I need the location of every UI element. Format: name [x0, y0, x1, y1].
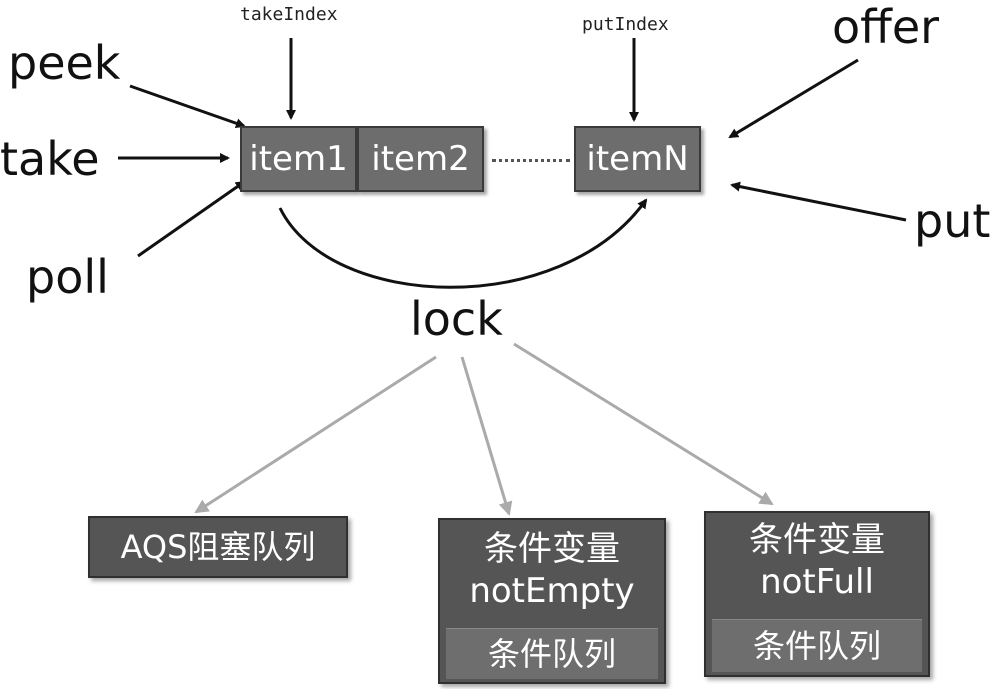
- not-empty-condition-box: 条件变量 notEmpty 条件队列: [438, 518, 666, 684]
- lock-label: lock: [410, 292, 503, 346]
- put-arrow: [730, 181, 907, 222]
- offer-label: offer: [832, 0, 940, 54]
- peek-arrow: [129, 84, 246, 129]
- not-empty-title: 条件变量: [484, 529, 620, 569]
- take-label: take: [0, 132, 100, 186]
- poll-label: poll: [26, 250, 109, 304]
- queue-cell-item2: item2: [357, 126, 484, 192]
- lock-to-notfull-arrow: [513, 342, 774, 506]
- not-full-condition-queue: 条件队列: [712, 619, 922, 672]
- lock-to-aqs-arrow: [194, 355, 437, 514]
- not-full-title: 条件变量: [749, 520, 885, 560]
- not-empty-condition-queue: 条件队列: [446, 628, 658, 679]
- put-index-label: putIndex: [582, 14, 669, 35]
- peek-label: peek: [8, 36, 121, 90]
- lock-to-notempty-arrow: [460, 356, 513, 516]
- queue-cell-item1: item1: [240, 126, 357, 192]
- not-empty-name: notEmpty: [469, 571, 635, 611]
- not-full-name: notFull: [760, 562, 874, 602]
- aqs-queue-box: AQS阻塞队列: [88, 516, 348, 578]
- take-index-label: takeIndex: [240, 4, 338, 25]
- lock-curve: [278, 198, 648, 289]
- aqs-queue-label: AQS阻塞队列: [120, 528, 316, 566]
- queue-cell-itemn: itemN: [574, 126, 701, 192]
- not-full-condition-box: 条件变量 notFull 条件队列: [704, 511, 930, 677]
- offer-arrow: [728, 58, 859, 139]
- poll-arrow: [137, 180, 246, 258]
- put-label: put: [914, 194, 991, 248]
- queue-ellipsis: [492, 159, 570, 162]
